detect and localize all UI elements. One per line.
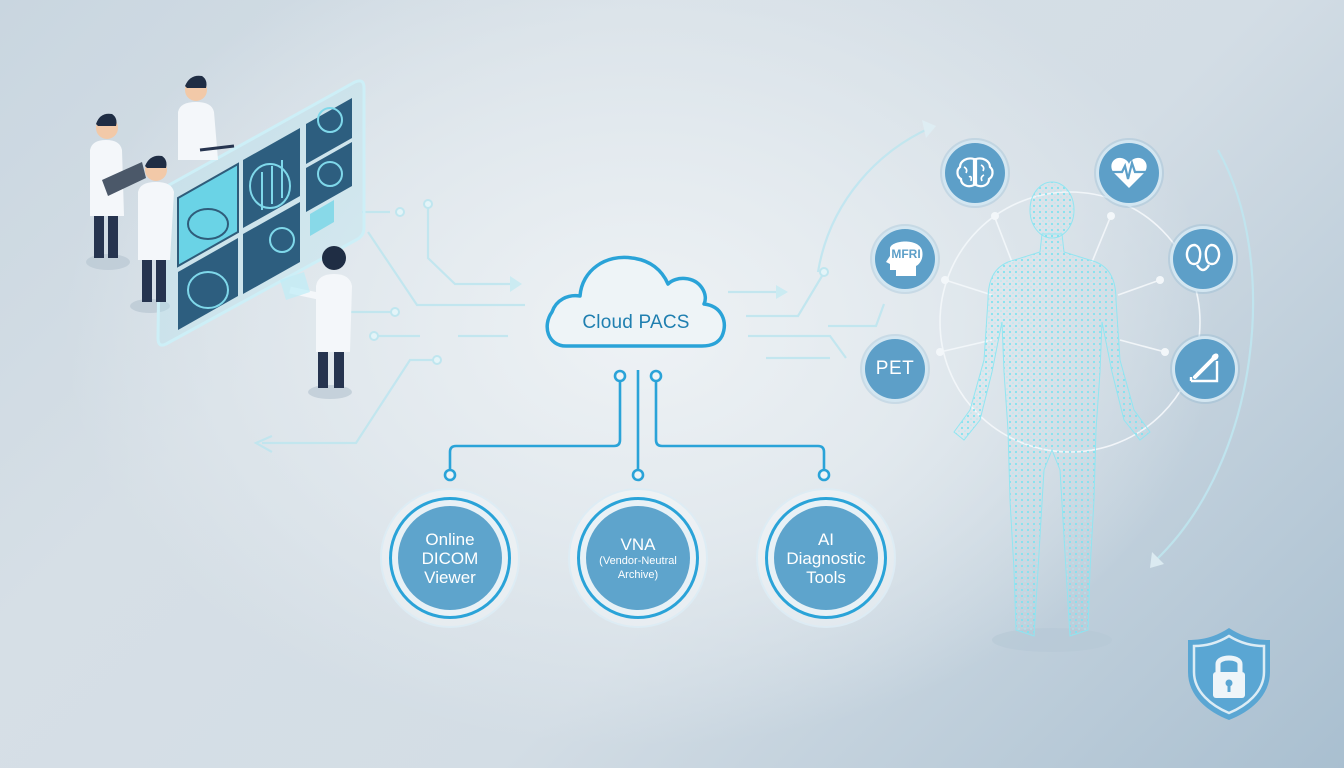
clinician-4 bbox=[280, 246, 352, 388]
clinician-3 bbox=[138, 155, 174, 302]
shield-lock-icon bbox=[1188, 628, 1270, 720]
service-sublabel-line: Archive) bbox=[617, 568, 659, 581]
clinician-2 bbox=[178, 75, 235, 160]
service-label-line: AI bbox=[817, 529, 835, 549]
service-vna[interactable]: VNA (Vendor-Neutral Archive) bbox=[568, 488, 708, 628]
ultrasound-probe-icon bbox=[1189, 353, 1219, 383]
service-label-line: VNA bbox=[620, 534, 656, 554]
head-profile-icon: MFRI bbox=[886, 241, 923, 276]
modality-ultrasound[interactable] bbox=[1172, 336, 1238, 402]
pet-label: PET bbox=[875, 358, 915, 379]
modality-kidney[interactable] bbox=[1170, 226, 1236, 292]
service-core: AI Diagnostic Tools bbox=[774, 506, 878, 610]
mri-label: MFRI bbox=[891, 247, 920, 261]
holographic-display bbox=[156, 79, 366, 347]
modality-heart[interactable] bbox=[1096, 140, 1162, 206]
service-online-dicom-viewer[interactable]: Online DICOM Viewer bbox=[380, 488, 520, 628]
cloud-pacs-label: Cloud PACS bbox=[582, 312, 690, 333]
service-label-line: DICOM bbox=[421, 548, 479, 568]
modality-brain[interactable] bbox=[942, 140, 1008, 206]
brain-icon bbox=[956, 157, 994, 188]
kidney-icon bbox=[1185, 243, 1221, 272]
heart-ecg-icon bbox=[1111, 157, 1147, 188]
service-ai-diagnostic-tools[interactable]: AI Diagnostic Tools bbox=[756, 488, 896, 628]
modality-pet[interactable]: PET bbox=[862, 336, 928, 402]
service-core: VNA (Vendor-Neutral Archive) bbox=[586, 506, 690, 610]
service-core: Online DICOM Viewer bbox=[398, 506, 502, 610]
service-ring: AI Diagnostic Tools bbox=[765, 497, 887, 619]
service-label-line: Tools bbox=[806, 567, 846, 587]
service-label-line: Diagnostic bbox=[786, 548, 866, 568]
modality-mri[interactable]: MFRI bbox=[872, 226, 938, 292]
service-ring: VNA (Vendor-Neutral Archive) bbox=[577, 497, 699, 619]
clinician-1 bbox=[90, 113, 146, 258]
service-sublabel-line: (Vendor-Neutral bbox=[599, 554, 677, 567]
service-label-line: Online bbox=[425, 529, 475, 549]
service-label-line: Viewer bbox=[424, 567, 476, 587]
service-ring: Online DICOM Viewer bbox=[389, 497, 511, 619]
